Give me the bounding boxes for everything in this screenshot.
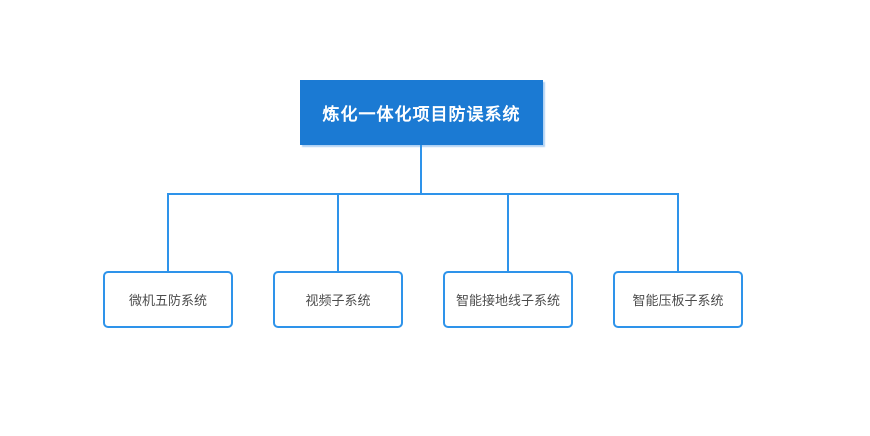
connector-drop-2 <box>337 193 339 272</box>
child-node-wjwf[interactable]: 微机五防系统 <box>103 271 233 328</box>
connector-trunk <box>420 145 422 194</box>
child-node-grounding[interactable]: 智能接地线子系统 <box>443 271 573 328</box>
child-node-label: 智能接地线子系统 <box>455 293 560 308</box>
child-node-label: 视频子系统 <box>305 293 371 308</box>
connector-drop-1 <box>167 193 169 272</box>
root-node[interactable]: 炼化一体化项目防误系统 <box>300 80 543 145</box>
connector-rail <box>167 193 679 195</box>
child-node-label: 微机五防系统 <box>128 293 207 308</box>
child-node-platen[interactable]: 智能压板子系统 <box>613 271 743 328</box>
connector-drop-3 <box>507 193 509 272</box>
root-node-label: 炼化一体化项目防误系统 <box>322 105 521 124</box>
child-node-video[interactable]: 视频子系统 <box>273 271 403 328</box>
child-node-label: 智能压板子系统 <box>632 293 724 308</box>
connector-drop-4 <box>677 193 679 272</box>
